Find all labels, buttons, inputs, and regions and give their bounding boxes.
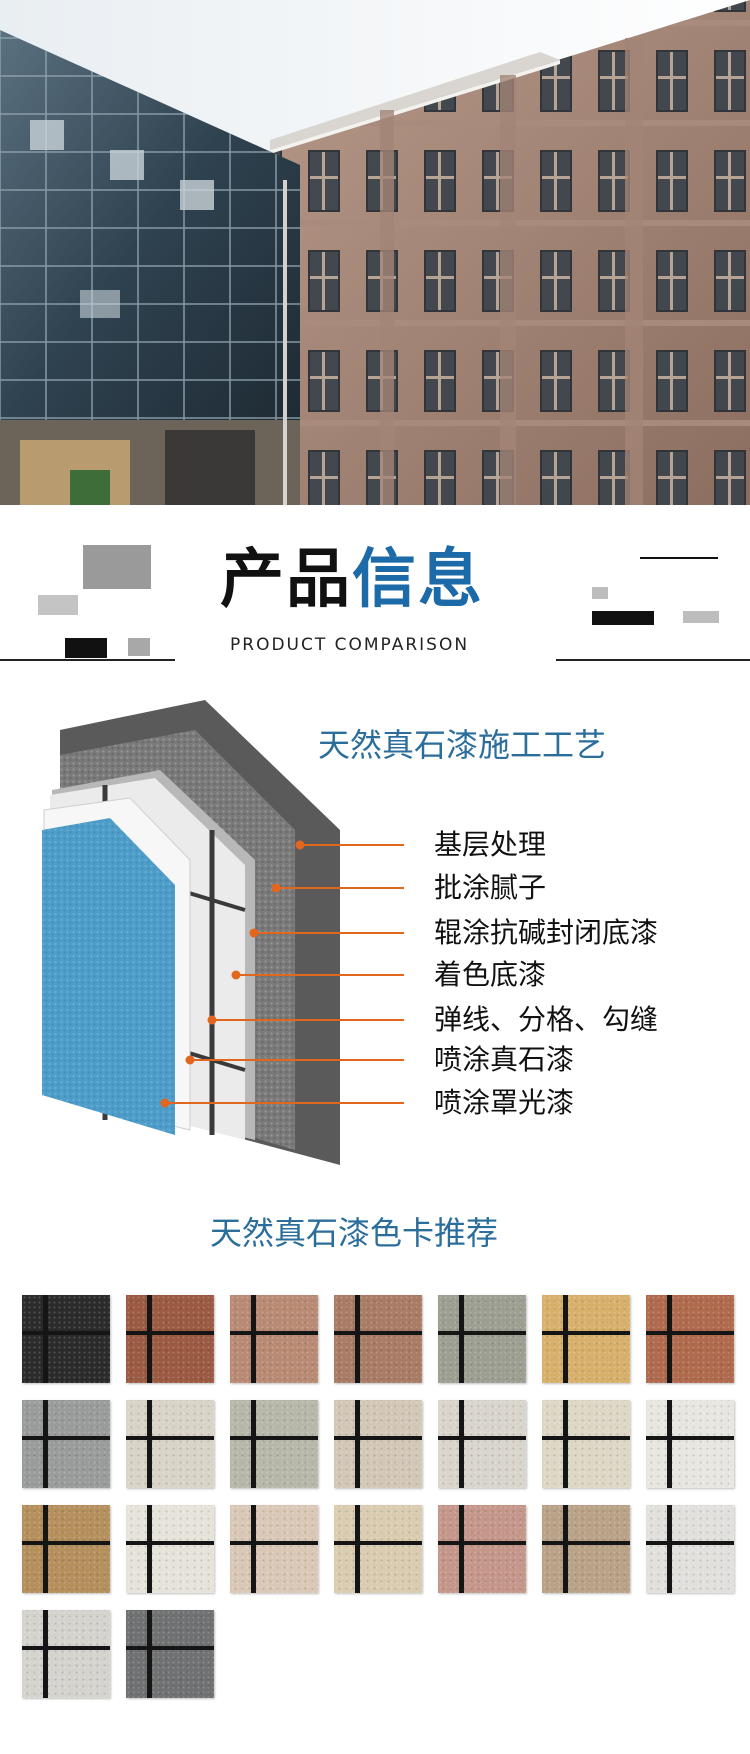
deco-square xyxy=(65,638,107,658)
color-swatch xyxy=(334,1400,422,1488)
section-header: 产品信息 PRODUCT COMPARISON xyxy=(0,505,750,665)
left-rule xyxy=(0,659,175,661)
layer-label-varnish: 喷涂罩光漆 xyxy=(434,1086,575,1119)
construction-process: 天然真石漆施工工艺 基层处理 批涂腻子 辊涂抗碱封闭底漆 着色底漆 弹线、分格、… xyxy=(0,690,750,1180)
color-swatch xyxy=(126,1505,214,1593)
color-card-title: 天然真石漆色卡推荐 xyxy=(210,1214,499,1252)
color-swatch xyxy=(22,1610,110,1698)
deco-square xyxy=(128,638,150,656)
color-swatch xyxy=(230,1295,318,1383)
color-swatch xyxy=(334,1295,422,1383)
color-swatch xyxy=(646,1295,734,1383)
layer-label-stone-paint: 喷涂真石漆 xyxy=(434,1043,575,1076)
deco-square xyxy=(592,611,654,625)
layer-label-color-primer: 着色底漆 xyxy=(434,958,547,991)
layer-diagram xyxy=(42,700,404,1165)
color-swatch xyxy=(438,1295,526,1383)
color-swatch xyxy=(646,1505,734,1593)
deco-line xyxy=(640,557,718,559)
section-title-part1: 产品 xyxy=(220,543,352,617)
deco-square xyxy=(683,611,719,623)
building-illustration xyxy=(0,0,750,505)
layer-label-grid-lines: 弹线、分格、勾缝 xyxy=(434,1003,659,1036)
layer-label-base: 基层处理 xyxy=(434,828,547,861)
color-swatch xyxy=(22,1400,110,1488)
stone-paint-layer-shape xyxy=(42,818,175,1135)
color-swatch xyxy=(126,1610,214,1698)
section-subtitle: PRODUCT COMPARISON xyxy=(230,635,470,655)
process-title: 天然真石漆施工工艺 xyxy=(318,726,607,764)
color-swatch xyxy=(438,1505,526,1593)
deco-square xyxy=(592,587,608,599)
layer-label-sealer: 辊涂抗碱封闭底漆 xyxy=(434,916,659,949)
section-title: 产品信息 xyxy=(220,545,550,615)
color-swatch xyxy=(438,1400,526,1488)
layer-label-putty: 批涂腻子 xyxy=(434,871,547,904)
color-swatch xyxy=(126,1400,214,1488)
deco-square xyxy=(83,545,151,589)
color-card-section: 天然真石漆色卡推荐 xyxy=(0,1200,750,1754)
color-swatch xyxy=(230,1505,318,1593)
color-swatch xyxy=(126,1295,214,1383)
color-swatch xyxy=(230,1400,318,1488)
color-swatch xyxy=(22,1505,110,1593)
section-title-part2: 信息 xyxy=(352,543,484,617)
color-swatch xyxy=(334,1505,422,1593)
color-swatch xyxy=(542,1400,630,1488)
right-rule xyxy=(556,659,750,661)
color-swatch xyxy=(542,1295,630,1383)
color-swatch xyxy=(646,1400,734,1488)
color-swatch xyxy=(22,1295,110,1383)
color-swatch xyxy=(542,1505,630,1593)
deco-square xyxy=(38,595,78,615)
hero-building-photo xyxy=(0,0,750,505)
